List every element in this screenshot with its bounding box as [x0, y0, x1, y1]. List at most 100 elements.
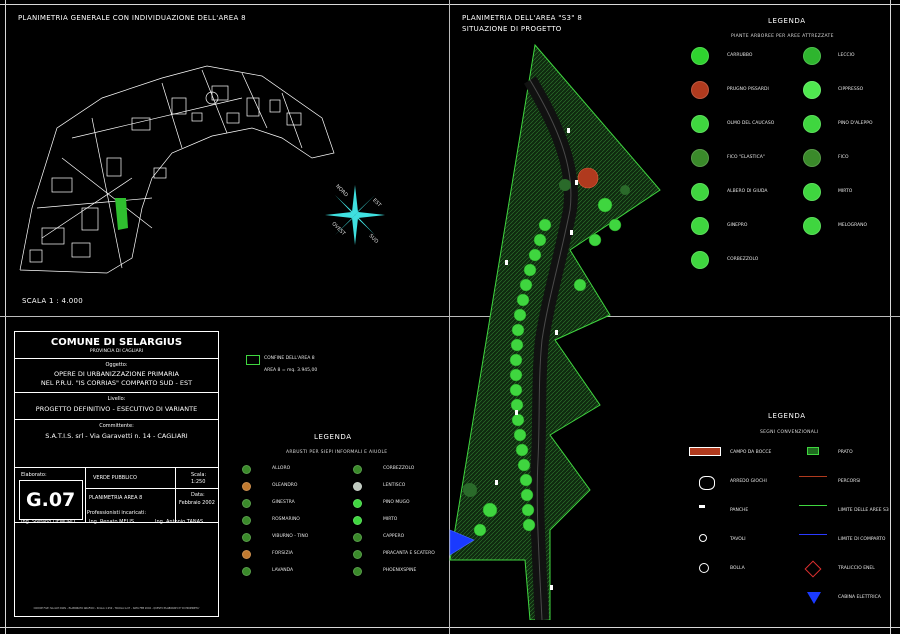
frame-bottom-line — [0, 627, 900, 628]
provincia: PROVINCIA DI CAGLIARI — [89, 349, 144, 354]
elaborato-label: Elaborato: — [21, 472, 47, 478]
category: VERDE PUBBLICO — [93, 475, 137, 481]
legend-shrubs-title: LEGENDA — [314, 433, 352, 441]
tree-left-label-1: PRUGNO PISSARDI — [727, 87, 769, 92]
shrub-left-symbol-3 — [241, 515, 251, 525]
conv-right-label-3: LIMITE DI COMPARTO — [838, 537, 886, 542]
frame-top-line — [0, 4, 900, 5]
shrub-left-label-1: OLEANDRO — [272, 483, 298, 488]
legend-conv-subtitle: SEGNI CONVENZIONALI — [760, 430, 819, 435]
compass-rose — [325, 185, 385, 245]
conv-left-label-3: TAVOLI — [730, 537, 746, 542]
tree-left-symbol-6 — [691, 251, 709, 269]
oggetto-label: Oggetto: — [105, 362, 128, 368]
conv-left-symbol-0 — [689, 447, 721, 456]
general-plan-scale: SCALA 1 : 4.000 — [22, 297, 83, 305]
tree-right-symbol-5 — [803, 217, 821, 235]
general-plan-map — [19, 65, 335, 274]
conv-right-symbol-2 — [799, 505, 827, 506]
prof-2: Ing. Renato MELIS — [89, 519, 135, 525]
conv-left-label-0: CAMPO DA BOCCE — [730, 450, 772, 455]
title-block: COMUNE DI SELARGIUS PROVINCIA DI CAGLIAR… — [14, 331, 219, 617]
shrub-right-label-3: MIRTO — [383, 517, 398, 522]
conv-right-symbol-4 — [804, 560, 822, 578]
tree-left-symbol-1 — [691, 81, 709, 99]
oggetto-line2: NEL P.R.U. "IS CORRIAS" COMPARTO SUD - E… — [40, 379, 193, 387]
shrub-left-label-2: GINESTRA — [272, 500, 295, 505]
shrub-right-symbol-0 — [352, 464, 362, 474]
oggetto-line1: OPERE DI URBANIZZAZIONE PRIMARIA — [54, 370, 179, 378]
shrub-left-symbol-1 — [241, 481, 251, 491]
conv-right-label-5: CABINA ELETTRICA — [838, 595, 881, 600]
tree-right-label-5: MELOGRANO — [838, 223, 868, 228]
tree-left-symbol-0 — [691, 47, 709, 65]
conv-right-label-0: PRATO — [838, 450, 853, 455]
legend-trees-subtitle: PIANTE ARBOREE PER AREE ATTREZZATE — [731, 34, 834, 39]
area-plan-title: PLANIMETRIA DELL'AREA "S3" 8 — [462, 14, 583, 22]
tree-left-symbol-2 — [691, 115, 709, 133]
tree-right-label-2: PINO D'ALEPPO — [838, 121, 873, 126]
data-label: Data: — [191, 492, 205, 498]
shrub-left-label-4: VIBURNO - TINO — [272, 534, 309, 539]
frame-mid-h-line — [0, 316, 900, 317]
tree-right-label-4: MIRTO — [838, 189, 853, 194]
footer-text: CODICE FILE: SG-G07.DWG - ELABORATO GRAF… — [33, 607, 200, 610]
tree-right-symbol-3 — [803, 149, 821, 167]
conv-right-symbol-1 — [799, 476, 827, 477]
shrub-left-label-0: ALLORO — [272, 466, 291, 471]
tree-left-label-5: GINEPRO — [727, 223, 748, 228]
comune-title: COMUNE DI SELARGIUS — [50, 337, 183, 348]
shrub-right-symbol-2 — [352, 498, 362, 508]
tree-left-label-0: CARRUBBO — [727, 53, 753, 58]
conv-right-label-1: PERCORSI — [838, 479, 861, 484]
conv-left-symbol-1 — [699, 476, 715, 490]
scala-label: Scala: — [191, 472, 207, 478]
shrub-right-label-1: LENTISCO — [383, 483, 406, 488]
frame-left-line — [5, 0, 6, 634]
tree-left-symbol-5 — [691, 217, 709, 235]
shrub-right-label-4: CAPPERO — [383, 534, 405, 539]
shrub-right-label-2: PINO MUGO — [383, 500, 410, 505]
shrub-left-symbol-6 — [241, 566, 251, 576]
conv-left-label-4: BOLLA — [730, 566, 745, 571]
sheet-title: PLANIMETRIA AREA 8 — [89, 495, 143, 501]
shrub-right-symbol-6 — [352, 566, 362, 576]
area-plan-subtitle: SITUAZIONE DI PROGETTO — [462, 25, 562, 33]
general-plan-title: PLANIMETRIA GENERALE CON INDIVIDUAZIONE … — [18, 14, 246, 22]
livello: PROGETTO DEFINITIVO - ESECUTIVO DI VARIA… — [35, 405, 198, 413]
shrub-left-label-6: LAVANDA — [272, 568, 294, 573]
conv-left-label-1: ARREDO GIOCHI — [730, 479, 767, 484]
livello-label: Livello: — [107, 396, 126, 402]
frame-right-line — [890, 0, 891, 634]
conv-left-symbol-3 — [699, 534, 707, 542]
prof-label: Professionisti incaricati: — [86, 510, 147, 516]
tree-left-label-3: FICO "ELASTICA" — [727, 155, 765, 160]
shrub-right-symbol-3 — [352, 515, 362, 525]
conv-right-symbol-5 — [807, 592, 821, 604]
shrub-left-symbol-4 — [241, 532, 251, 542]
conv-right-symbol-3 — [799, 534, 827, 535]
shrub-left-symbol-0 — [241, 464, 251, 474]
tree-right-label-1: CIPPRESSO — [838, 87, 864, 92]
tree-right-symbol-0 — [803, 47, 821, 65]
prof-3: Ing. Antonio TANAS — [155, 519, 204, 525]
shrub-right-label-0: CORBEZZOLO — [383, 466, 415, 471]
shrub-right-symbol-1 — [352, 481, 362, 491]
area-boundary-swatch — [246, 355, 260, 365]
scala-value: 1:250 — [191, 479, 206, 485]
shrub-left-symbol-5 — [241, 549, 251, 559]
tree-right-label-3: FICO — [838, 155, 849, 160]
shrub-right-label-5: PIRACANTA E SCATERO — [383, 551, 435, 556]
tree-right-symbol-1 — [803, 81, 821, 99]
tree-left-label-2: OLMO DEL CAUCASO — [727, 121, 775, 126]
tree-right-label-0: LECCIO — [838, 53, 855, 58]
shrub-left-symbol-2 — [241, 498, 251, 508]
prof-1: Ing. Stefano DEMURO — [21, 519, 76, 525]
committente-label: Committente: — [99, 423, 134, 429]
shrub-right-symbol-4 — [352, 532, 362, 542]
legend-conv-title: LEGENDA — [768, 412, 806, 420]
tree-left-label-4: ALBERO DI GIUDA — [727, 189, 768, 194]
legend-shrubs-subtitle: ARBUSTI PER SIEPI INFORMALI E AIUOLE — [286, 450, 388, 455]
conv-left-symbol-2 — [699, 505, 705, 508]
data-value: Febbraio 2002 — [179, 500, 215, 506]
